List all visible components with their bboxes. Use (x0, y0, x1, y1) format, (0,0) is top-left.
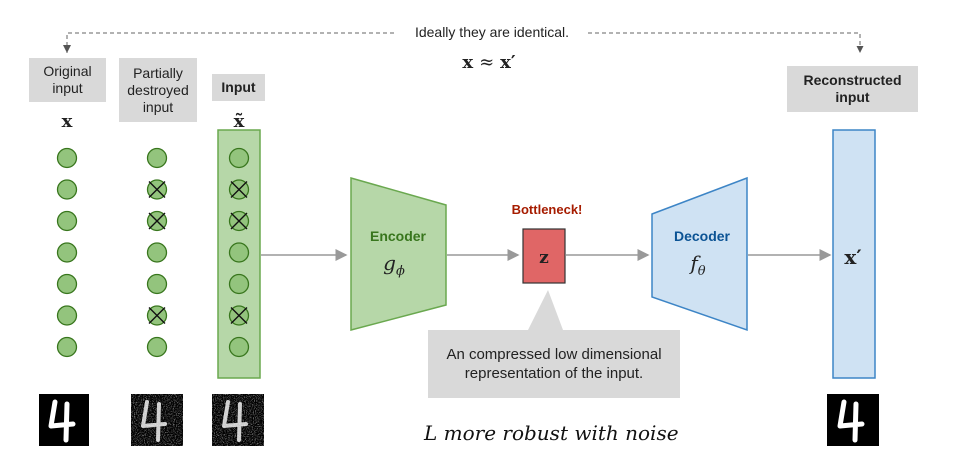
handwritten-note: L more robust with noise (423, 421, 679, 445)
bottleneck-label: Bottleneck! (512, 202, 583, 217)
cross-mark-icon (148, 181, 166, 198)
node-circle (146, 242, 168, 263)
callout-box (428, 330, 680, 398)
partially-destroyed-label: Partially destroyed input (119, 58, 197, 122)
callout-pointer (528, 290, 563, 330)
cross-mark-icon (230, 181, 248, 198)
cross-mark-icon (230, 307, 248, 324)
node-circle (56, 179, 78, 200)
z-symbol: z (539, 248, 549, 268)
node-circle (56, 305, 78, 326)
input-label: Input (212, 74, 265, 101)
reconstructed-input-label: Reconstructed input (787, 66, 918, 112)
encoder-block (350, 177, 447, 331)
original-nodes (56, 147, 78, 358)
x-prime-symbol: x′ (844, 245, 861, 269)
x-symbol: x (62, 111, 73, 132)
reconstructed-vector-bar (832, 129, 876, 379)
decoder-block (651, 176, 748, 332)
noisy-digit-four-image-input (212, 394, 264, 446)
node-circle (56, 273, 78, 295)
node-circle (56, 242, 78, 263)
noisy-digit-four-image (131, 394, 183, 446)
callout-text: An compressed low dimensional representa… (446, 346, 662, 382)
node-circle (146, 273, 168, 295)
bottleneck-z-box (522, 228, 566, 284)
input-nodes (228, 147, 250, 358)
node-circle (56, 336, 78, 358)
node-circle (228, 273, 250, 295)
node-circle (56, 210, 78, 232)
encoder-function: gϕ (383, 251, 405, 279)
node-circle (146, 147, 168, 169)
original-input-label: Original input (29, 58, 106, 102)
digit-four-image (39, 394, 89, 446)
partial-nodes (146, 147, 168, 358)
cross-mark-icon (148, 212, 166, 230)
identity-equation: x≈x′ (462, 52, 516, 73)
node-circle (228, 336, 250, 358)
dashed-arrow-icon (63, 32, 864, 53)
node-circle (146, 336, 168, 358)
x-tilde-symbol: x̃ (234, 111, 245, 132)
node-circle (228, 242, 250, 263)
cross-mark-icon (148, 307, 166, 324)
encoder-title: Encoder (370, 228, 427, 244)
reconstructed-digit-four-image (827, 394, 879, 446)
node-circle (228, 147, 250, 169)
top-note-text: Ideally they are identical. (396, 24, 588, 40)
input-vector-bar (217, 129, 261, 379)
decoder-title: Decoder (674, 228, 731, 244)
cross-mark-icon (230, 212, 248, 230)
node-circle (56, 147, 78, 169)
